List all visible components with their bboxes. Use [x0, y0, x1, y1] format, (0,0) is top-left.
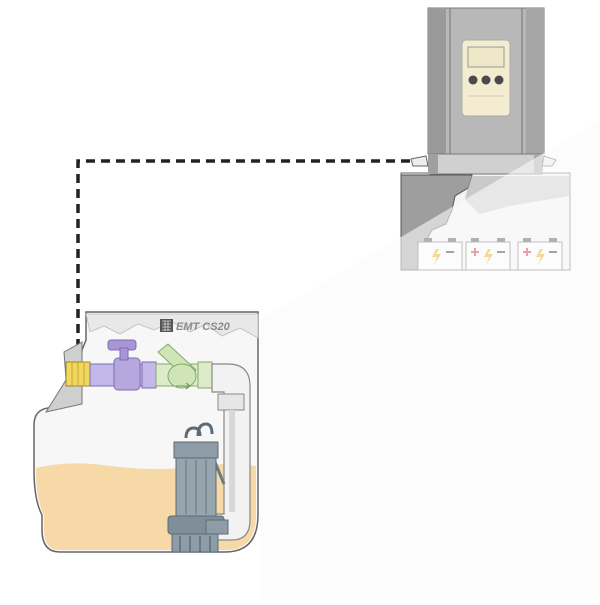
display-screen: [467, 46, 505, 68]
ball-valve-body: [113, 357, 141, 391]
column-shade-left: [428, 8, 446, 154]
check-valve-bowl: [167, 363, 197, 389]
button-icon: [481, 75, 491, 85]
tank-label: EMT CS20: [176, 321, 231, 333]
tank-lid: [85, 313, 259, 339]
grid-logo-icon: [160, 319, 173, 332]
pump-handle: [196, 422, 214, 437]
sump-tank: EMT CS20: [33, 120, 600, 600]
column-shade-right: [526, 8, 544, 154]
pump-base: [171, 533, 219, 553]
valve-union: [141, 361, 157, 389]
pump-outlet: [205, 519, 229, 535]
background-shade: [260, 120, 600, 600]
submersible-pump: [167, 422, 229, 553]
logo-grid: [162, 320, 171, 331]
check-valve-union: [197, 361, 213, 389]
base-shade: [428, 154, 438, 174]
button-icon: [468, 75, 478, 85]
dashed-cable: [76, 159, 410, 348]
valve-stem: [119, 347, 129, 361]
pipe-coupling: [217, 393, 245, 411]
button-icon: [494, 75, 504, 85]
flow-arrow-icon: [185, 382, 191, 390]
cable-plug-left: [410, 155, 429, 167]
pump-top: [173, 441, 219, 459]
